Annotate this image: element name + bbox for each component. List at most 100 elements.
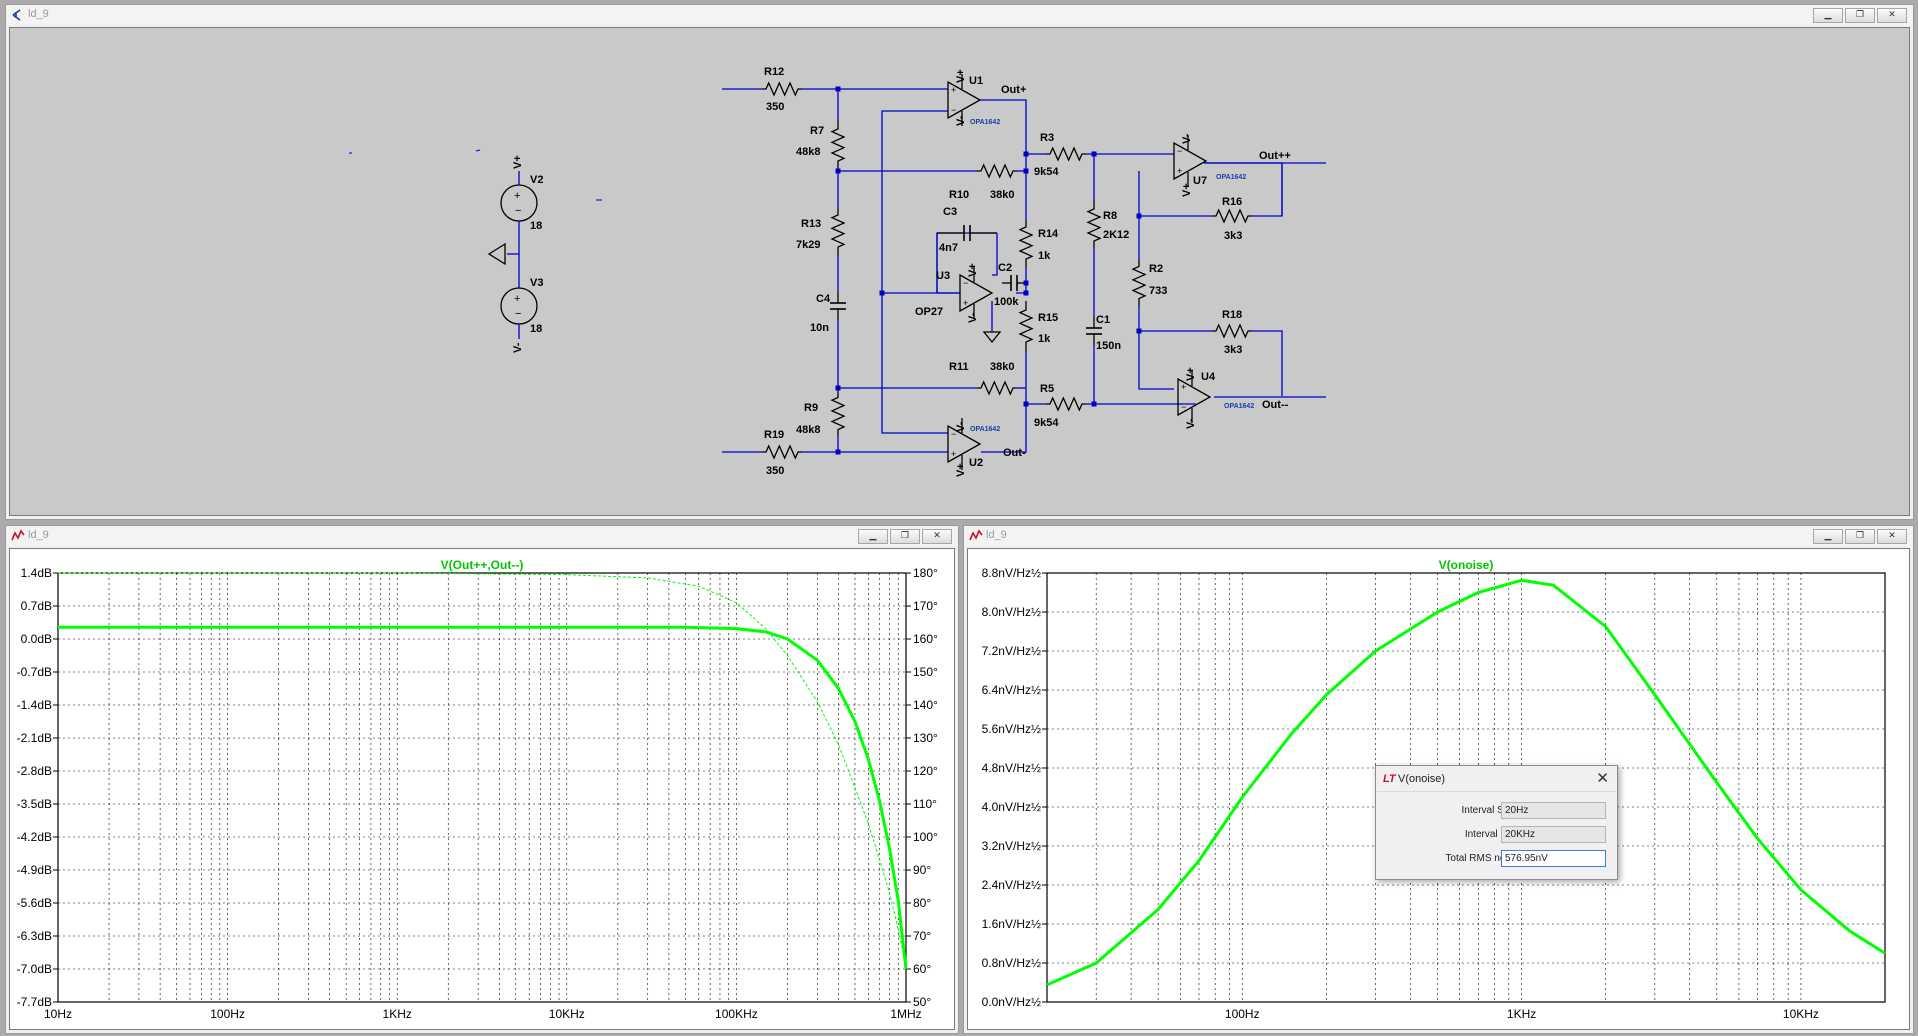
out-minus-net-label: Out- bbox=[1003, 447, 1026, 459]
opamp-u1 bbox=[947, 80, 982, 120]
r14-ref-label: R14 bbox=[1038, 228, 1059, 240]
bode-left-tick-label: 1.4dB bbox=[21, 566, 52, 580]
schematic-titlebar[interactable]: ld_9 ▁ ❐ ✕ bbox=[6, 5, 1913, 25]
r19-value-label: 350 bbox=[766, 465, 784, 477]
v2-vplus-net-label: V+ bbox=[512, 155, 524, 169]
junction-dot bbox=[879, 290, 885, 296]
out-minusminus-net-label: Out-- bbox=[1262, 399, 1289, 411]
v2-minus-sign: − bbox=[515, 205, 521, 217]
interval-end-label: Interval End: bbox=[1464, 829, 1521, 840]
opamp-u4-pin-sign: + bbox=[1181, 382, 1186, 392]
opamp-u2-pin-sign: + bbox=[951, 449, 956, 459]
junction-dot bbox=[835, 86, 841, 92]
v3-minus-sign: − bbox=[515, 308, 521, 320]
bode-right-tick-label: 60° bbox=[913, 962, 931, 976]
opamp-u1-pin-sign: + bbox=[951, 85, 956, 95]
restore-button[interactable]: ❐ bbox=[1845, 8, 1875, 23]
resistor-r5 bbox=[1046, 396, 1086, 412]
resistor-r18 bbox=[1212, 323, 1252, 339]
r14-value-label: 1k bbox=[1038, 250, 1051, 262]
r18-value-label: 3k3 bbox=[1224, 344, 1242, 356]
junction-dot bbox=[835, 385, 841, 391]
minimize-button[interactable]: ▁ bbox=[1813, 8, 1843, 23]
stray-mark bbox=[475, 149, 481, 152]
resistor-r19 bbox=[762, 444, 802, 460]
interval-start-field[interactable]: 20Hz bbox=[1501, 802, 1606, 819]
u2-vminus-label: V- bbox=[955, 421, 967, 432]
opamp-u3-pin-sign: − bbox=[963, 278, 968, 288]
bode-trace-label: V(Out++,Out--) bbox=[441, 558, 524, 572]
u2-vplus-label: V+ bbox=[955, 463, 967, 477]
opamp-u3 bbox=[959, 273, 994, 313]
r13-value-label: 7k29 bbox=[796, 239, 820, 251]
bode-titlebar[interactable]: ld_9 ▁ ❐ ✕ bbox=[6, 526, 958, 546]
v3-value-label: 18 bbox=[530, 323, 542, 335]
bode-left-tick-label: -0.7dB bbox=[17, 665, 52, 679]
ground-icon bbox=[982, 331, 1002, 344]
close-button[interactable]: ✕ bbox=[1877, 529, 1907, 544]
wire bbox=[1138, 331, 1174, 390]
resistor-r14 bbox=[1018, 219, 1034, 267]
rms-noise-dialog[interactable]: LT V(onoise) ✕ Interval Start: 20Hz Inte… bbox=[1375, 765, 1618, 880]
r9-ref-label: R9 bbox=[804, 402, 818, 414]
interval-end-field[interactable]: 20KHz bbox=[1501, 826, 1606, 843]
r15-value-label: 1k bbox=[1038, 333, 1051, 345]
c3-value-label: 4n7 bbox=[939, 242, 958, 254]
r2-ref-label: R2 bbox=[1149, 263, 1163, 275]
minimize-button[interactable]: ▁ bbox=[858, 529, 888, 544]
bode-left-tick-label: -6.3dB bbox=[17, 929, 52, 943]
r13-ref-label: R13 bbox=[801, 218, 821, 230]
opamp-u1-pin-sign: − bbox=[951, 105, 956, 115]
r10-ref-label: R10 bbox=[949, 189, 969, 201]
close-button[interactable]: ✕ bbox=[1877, 8, 1907, 23]
u3-vminus-label: V- bbox=[967, 312, 979, 323]
restore-button[interactable]: ❐ bbox=[1845, 529, 1875, 544]
resistor-r7 bbox=[830, 121, 846, 169]
bode-right-tick-label: 80° bbox=[913, 896, 931, 910]
junction-dot bbox=[1023, 280, 1029, 286]
r11-value-label: 38k0 bbox=[990, 361, 1014, 373]
resistor-r15 bbox=[1018, 301, 1034, 351]
r16-value-label: 3k3 bbox=[1224, 230, 1242, 242]
noise-left-tick-label: 7.2nV/Hz½ bbox=[982, 644, 1041, 658]
close-button[interactable]: ✕ bbox=[922, 529, 952, 544]
bode-window-title: ld_9 bbox=[28, 529, 49, 541]
r9-value-label: 48k8 bbox=[796, 424, 820, 436]
bode-right-tick-label: 140° bbox=[913, 698, 938, 712]
r8-ref-label: R8 bbox=[1103, 210, 1117, 222]
r12-ref-label: R12 bbox=[764, 66, 784, 78]
noise-left-tick-label: 4.8nV/Hz½ bbox=[982, 761, 1041, 775]
dialog-close-icon[interactable]: ✕ bbox=[1596, 770, 1609, 787]
c1-ref-label: C1 bbox=[1096, 314, 1110, 326]
noise-titlebar[interactable]: ld_9 ▁ ❐ ✕ bbox=[964, 526, 1913, 546]
bode-right-tick-label: 50° bbox=[913, 995, 931, 1009]
minimize-button[interactable]: ▁ bbox=[1813, 529, 1843, 544]
bode-left-tick-label: -2.1dB bbox=[17, 731, 52, 745]
c2-value-label: 100k bbox=[994, 296, 1019, 308]
u1-model-label: OPA1642 bbox=[970, 119, 1000, 126]
bode-left-tick-label: -1.4dB bbox=[17, 698, 52, 712]
bode-right-tick-label: 70° bbox=[913, 929, 931, 943]
noise-left-tick-label: 8.0nV/Hz½ bbox=[982, 605, 1041, 619]
opamp-u7 bbox=[1173, 141, 1208, 181]
resistor-r8 bbox=[1086, 201, 1102, 249]
c2-ref-label: C2 bbox=[998, 262, 1012, 274]
noise-left-tick-label: 1.6nV/Hz½ bbox=[982, 917, 1041, 931]
wire bbox=[1204, 162, 1283, 217]
bode-plot-area bbox=[57, 572, 907, 1003]
restore-button[interactable]: ❐ bbox=[890, 529, 920, 544]
resistor-r9 bbox=[830, 391, 846, 436]
r11-ref-label: R11 bbox=[949, 361, 969, 373]
c1-value-label: 150n bbox=[1096, 340, 1121, 352]
bode-left-tick-label: -4.2dB bbox=[17, 830, 52, 844]
resistor-r11 bbox=[977, 380, 1017, 396]
noise-trace-label: V(onoise) bbox=[1439, 558, 1494, 572]
total-rms-noise-field[interactable]: 576.95nV bbox=[1501, 850, 1606, 867]
wire bbox=[980, 99, 1027, 154]
opamp-u4-pin-sign: − bbox=[1181, 402, 1186, 412]
bode-right-tick-label: 170° bbox=[913, 599, 938, 613]
